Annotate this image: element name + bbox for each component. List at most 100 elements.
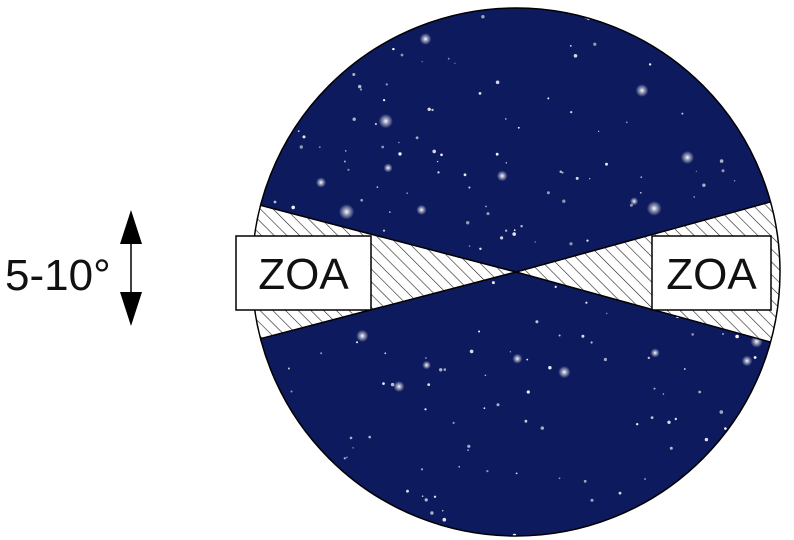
star <box>478 331 480 333</box>
star <box>416 136 419 139</box>
star <box>604 358 607 361</box>
star <box>406 490 409 493</box>
star <box>512 232 516 236</box>
star <box>356 341 358 343</box>
star <box>448 58 450 60</box>
star <box>303 135 306 138</box>
star <box>518 127 520 129</box>
star <box>320 352 322 354</box>
star <box>559 335 561 337</box>
star <box>720 410 724 414</box>
star <box>675 418 677 420</box>
star <box>298 130 300 132</box>
star <box>605 163 608 166</box>
star <box>663 393 665 395</box>
star <box>386 83 388 85</box>
star <box>401 54 404 57</box>
star <box>437 161 438 162</box>
zoa-label-left: ZOA <box>258 250 349 299</box>
star <box>570 111 572 113</box>
star <box>527 390 530 393</box>
star <box>547 191 550 194</box>
star <box>606 313 608 315</box>
star <box>593 43 596 46</box>
star <box>497 403 500 406</box>
star <box>384 352 386 354</box>
star <box>485 375 487 377</box>
star <box>467 449 469 451</box>
star <box>651 416 654 419</box>
star <box>724 427 727 430</box>
star <box>722 333 724 335</box>
star <box>636 423 638 425</box>
star <box>467 445 470 448</box>
star <box>466 221 469 224</box>
star <box>558 366 570 378</box>
star <box>598 131 599 132</box>
star <box>486 470 488 472</box>
star <box>420 33 432 45</box>
star <box>422 61 423 62</box>
star <box>300 145 303 148</box>
star <box>389 211 391 213</box>
star <box>383 230 385 232</box>
arrow-down-icon <box>120 292 142 326</box>
star <box>381 146 384 149</box>
star <box>492 281 495 284</box>
star <box>427 383 430 386</box>
star <box>667 421 670 424</box>
star <box>651 348 660 357</box>
star <box>394 381 405 392</box>
star <box>584 480 587 483</box>
star <box>735 335 739 339</box>
star <box>548 366 551 369</box>
star <box>535 241 536 242</box>
star <box>654 388 656 390</box>
star <box>470 350 474 354</box>
star <box>496 153 499 156</box>
star <box>339 204 354 219</box>
star <box>453 422 455 424</box>
star <box>375 123 377 125</box>
star <box>384 163 393 172</box>
star <box>346 457 348 459</box>
star <box>479 248 481 250</box>
star <box>353 118 356 121</box>
star <box>694 196 695 197</box>
star <box>440 154 443 157</box>
star <box>591 341 593 343</box>
star <box>347 169 349 171</box>
star <box>555 286 557 288</box>
star <box>510 351 511 352</box>
star <box>702 184 705 187</box>
star <box>581 335 584 338</box>
star <box>407 193 408 194</box>
star <box>379 114 393 128</box>
star <box>383 99 385 101</box>
star <box>398 152 401 155</box>
star <box>734 180 735 181</box>
star <box>442 510 444 512</box>
star <box>520 225 522 227</box>
star <box>345 150 346 151</box>
star <box>696 171 697 172</box>
star <box>644 478 646 480</box>
star <box>640 192 642 194</box>
star <box>526 359 528 361</box>
star <box>630 197 638 205</box>
star <box>574 54 578 58</box>
star <box>422 495 424 497</box>
star <box>722 169 725 172</box>
star <box>458 466 460 468</box>
star <box>319 146 321 148</box>
star <box>350 437 353 440</box>
star <box>392 48 394 50</box>
star <box>358 85 361 88</box>
star <box>541 426 544 429</box>
star <box>647 201 662 216</box>
star <box>344 457 346 459</box>
star <box>648 357 650 359</box>
star <box>559 477 561 479</box>
star <box>344 161 346 163</box>
